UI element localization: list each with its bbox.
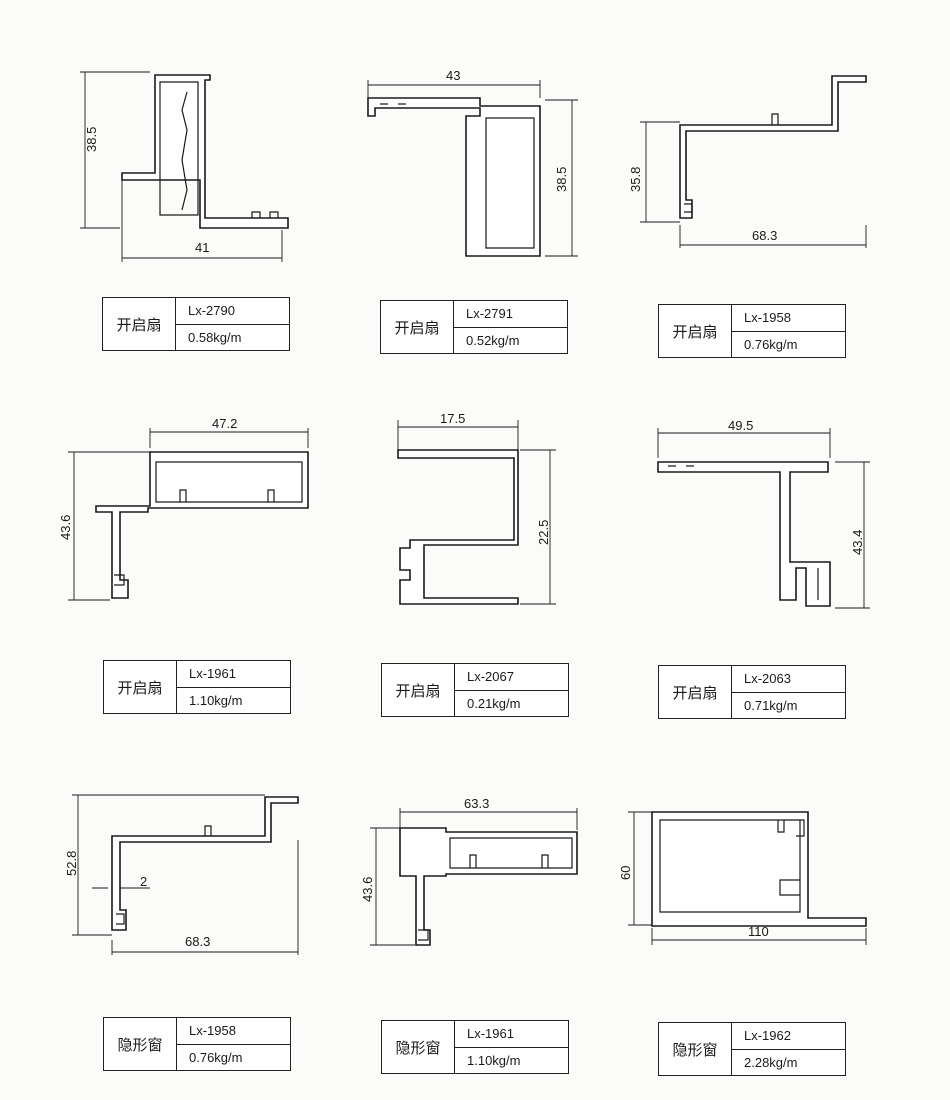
profile-weight: 0.76kg/m <box>189 1049 243 1065</box>
spec-table-lx-1962: 隐形窗 Lx-1962 2.28kg/m <box>658 1022 846 1076</box>
dimension-height: 60 <box>618 866 633 880</box>
dimension-width: 63.3 <box>464 796 489 811</box>
dimension-width: 41 <box>195 240 209 255</box>
profile-drawing-lx-1958-a: 35.8 68.3 <box>628 75 867 248</box>
profile-drawing-lx-2790: 38.5 41 <box>80 71 289 262</box>
dimension-height: 38.5 <box>84 127 99 152</box>
profile-drawing-lx-1958-b: 52.8 2 68.3 <box>64 794 299 955</box>
profile-code: Lx-2067 <box>455 664 568 691</box>
spec-table-lx-2067: 开启扇 Lx-2067 0.21kg/m <box>381 663 569 717</box>
dimension-height: 22.5 <box>536 520 551 545</box>
dimension-width: 43 <box>446 68 460 83</box>
dimension-height: 43.6 <box>58 515 73 540</box>
spec-table-lx-2791: 开启扇 Lx-2791 0.52kg/m <box>380 300 568 354</box>
profile-type: 隐形窗 <box>104 1018 177 1070</box>
profile-type: 开启扇 <box>103 298 176 350</box>
profile-type: 开启扇 <box>382 664 455 716</box>
dimension-height: 43.4 <box>850 530 865 555</box>
profile-drawing-lx-2791: 43 38.5 <box>367 68 578 257</box>
profile-drawing-lx-2063: 49.5 43.4 <box>657 418 870 609</box>
dimension-width: 68.3 <box>752 228 777 243</box>
profile-weight: 2.28kg/m <box>744 1054 798 1070</box>
profile-weight: 0.21kg/m <box>467 695 521 711</box>
dimension-width: 110 <box>748 924 769 939</box>
spec-table-lx-2790: 开启扇 Lx-2790 0.58kg/m <box>102 297 290 351</box>
profile-type: 隐形窗 <box>659 1023 732 1075</box>
profile-code: Lx-1962 <box>732 1023 845 1050</box>
profile-code: Lx-1958 <box>177 1018 290 1045</box>
profile-code: Lx-2790 <box>176 298 289 325</box>
profile-drawing-lx-1961-b: 63.3 43.6 <box>360 796 578 946</box>
profile-code: Lx-2063 <box>732 666 845 693</box>
profile-code: Lx-2791 <box>454 301 567 328</box>
dimension-height: 52.8 <box>64 851 79 876</box>
dimension-width: 47.2 <box>212 416 237 431</box>
profile-code: Lx-1961 <box>177 661 290 688</box>
dimension-height: 38.5 <box>554 167 569 192</box>
profile-drawing-lx-1962: 60 110 <box>618 811 867 945</box>
dimension-thickness: 2 <box>140 874 147 889</box>
profile-type: 隐形窗 <box>382 1021 455 1073</box>
profile-type: 开启扇 <box>659 666 732 718</box>
profile-drawing-lx-2067: 17.5 22.5 <box>397 411 556 605</box>
profile-type: 开启扇 <box>381 301 454 353</box>
profile-weight: 0.52kg/m <box>466 332 520 348</box>
dimension-width: 68.3 <box>185 934 210 949</box>
spec-table-lx-2063: 开启扇 Lx-2063 0.71kg/m <box>658 665 846 719</box>
profile-weight: 0.71kg/m <box>744 697 798 713</box>
profile-weight: 0.58kg/m <box>188 329 242 345</box>
dimension-height: 43.6 <box>360 877 375 902</box>
profile-code: Lx-1961 <box>455 1021 568 1048</box>
spec-table-lx-1958-a: 开启扇 Lx-1958 0.76kg/m <box>658 304 846 358</box>
profile-drawing-lx-1961-a: 47.2 43.6 <box>58 416 309 601</box>
dimension-width: 17.5 <box>440 411 465 426</box>
profile-type: 开启扇 <box>659 305 732 357</box>
dimension-height: 35.8 <box>628 167 643 192</box>
dimension-width: 49.5 <box>728 418 753 433</box>
spec-table-lx-1961-a: 开启扇 Lx-1961 1.10kg/m <box>103 660 291 714</box>
profile-type: 开启扇 <box>104 661 177 713</box>
profile-weight: 1.10kg/m <box>189 692 243 708</box>
spec-table-lx-1958-b: 隐形窗 Lx-1958 0.76kg/m <box>103 1017 291 1071</box>
profile-weight: 1.10kg/m <box>467 1052 521 1068</box>
spec-table-lx-1961-b: 隐形窗 Lx-1961 1.10kg/m <box>381 1020 569 1074</box>
profile-weight: 0.76kg/m <box>744 336 798 352</box>
profile-code: Lx-1958 <box>732 305 845 332</box>
